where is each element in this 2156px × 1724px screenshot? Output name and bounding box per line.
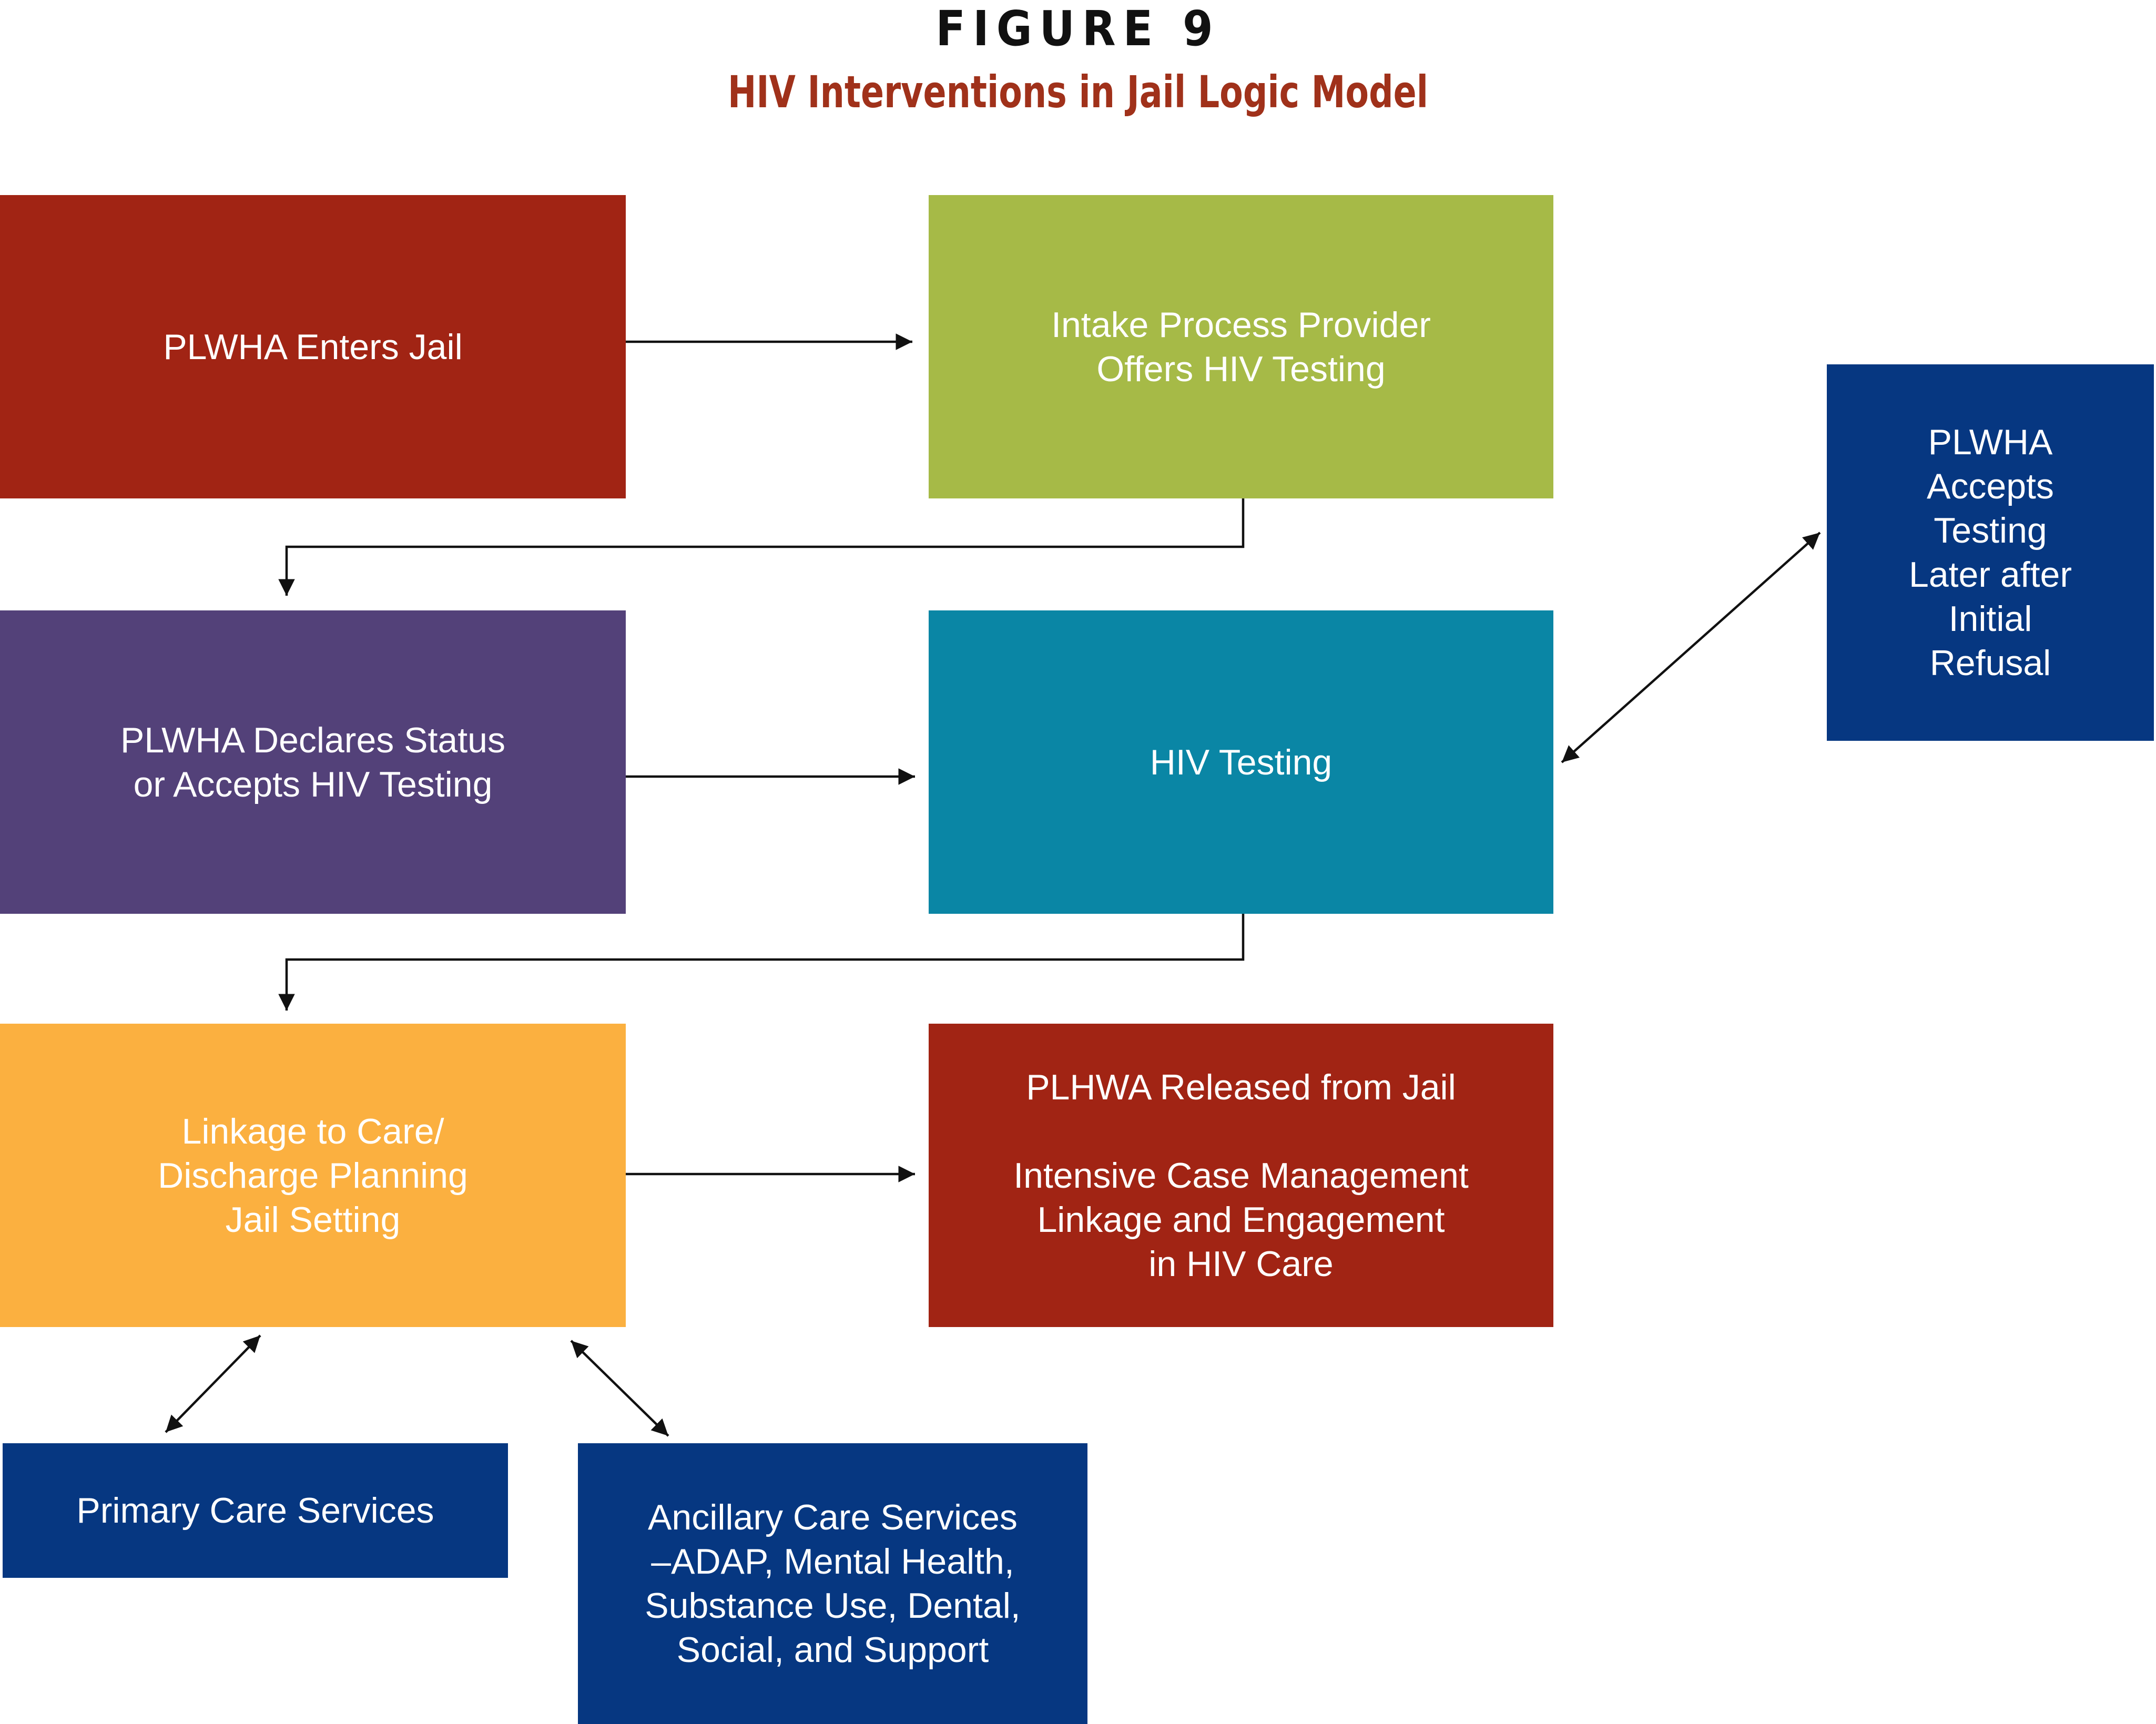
node-ancillary-care-services: Ancillary Care Services –ADAP, Mental He… — [578, 1443, 1087, 1724]
figure-label: FIGURE 9 — [935, 1, 1221, 57]
arrow-testing-accepts-later — [1561, 532, 1821, 763]
figure-title: HIV Interventions in Jail Logic Model — [728, 66, 1428, 118]
node-accepts-testing-later: PLWHA Accepts Testing Later after Initia… — [1827, 364, 2154, 741]
arrow-testing-to-linkage — [278, 914, 1245, 1011]
node-primary-care-services: Primary Care Services — [3, 1443, 508, 1578]
arrow-intake-to-declares — [278, 498, 1245, 596]
node-intake-offers-testing: Intake Process Provider Offers HIV Testi… — [929, 195, 1553, 498]
node-hiv-testing: HIV Testing — [929, 610, 1553, 914]
node-linkage-to-care: Linkage to Care/ Discharge Planning Jail… — [0, 1024, 626, 1327]
node-released-from-jail: PLHWA Released from Jail Intensive Case … — [929, 1024, 1553, 1327]
arrow-linkage-ancillary-care — [570, 1340, 669, 1437]
node-enters-jail: PLWHA Enters Jail — [0, 195, 626, 498]
arrow-linkage-primary-care — [165, 1334, 261, 1433]
node-declares-status: PLWHA Declares Status or Accepts HIV Tes… — [0, 610, 626, 914]
